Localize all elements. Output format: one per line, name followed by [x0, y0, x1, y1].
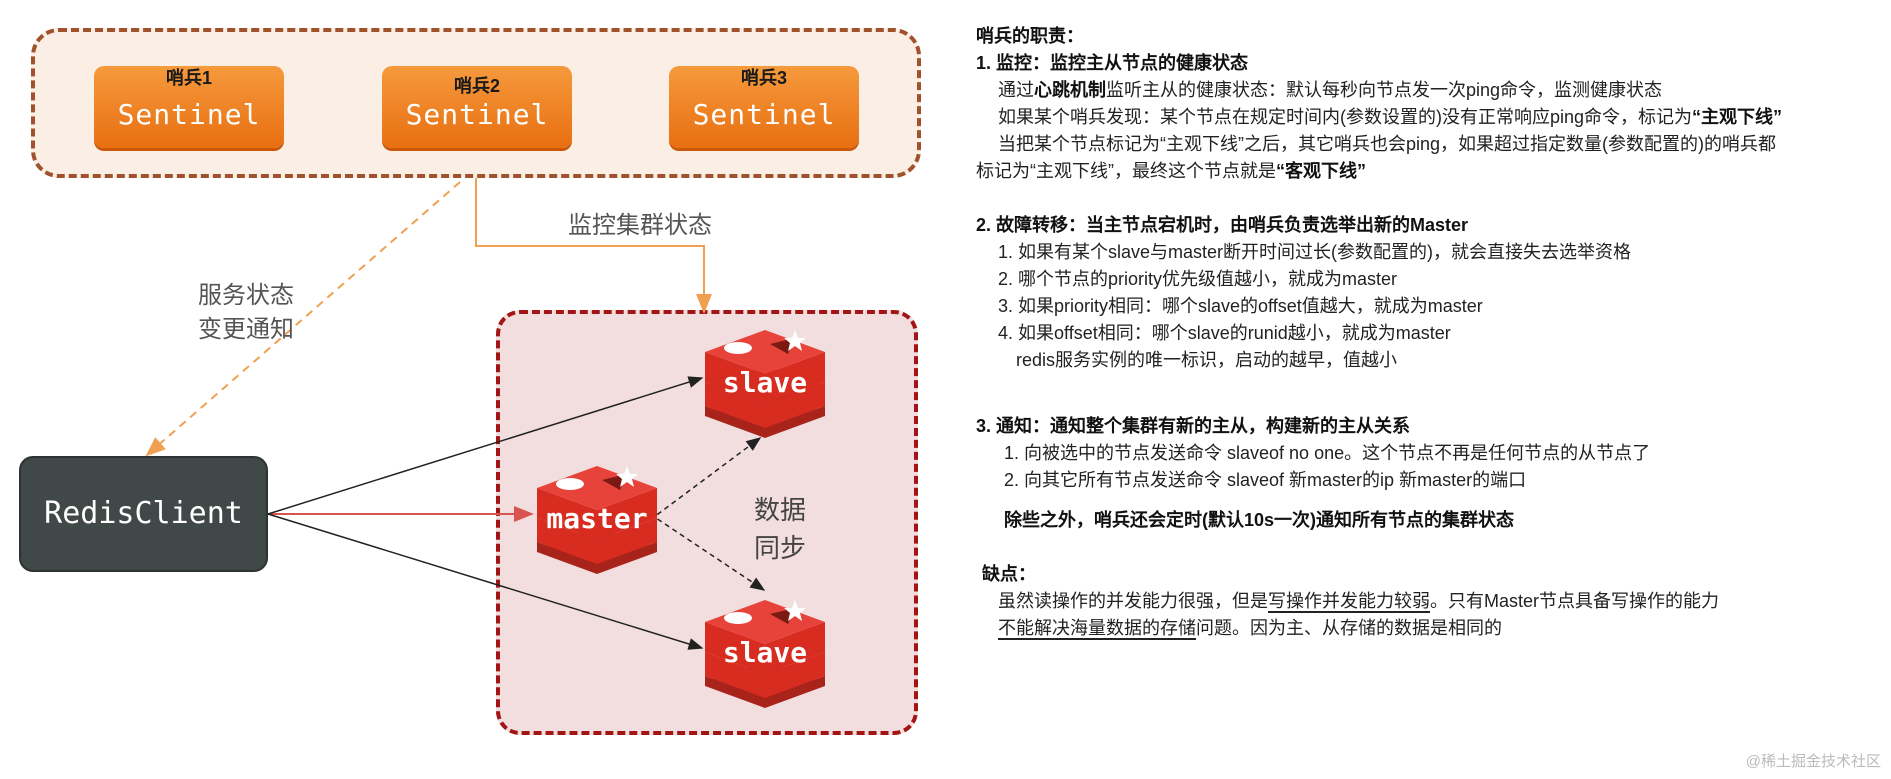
sync-arrow-down — [649, 513, 766, 591]
sentinel-type: Sentinel — [117, 98, 261, 131]
emphasis-text: “客观下线” — [1276, 161, 1366, 181]
monitor-line-1: 通过心跳机制监听主从的健康状态：默认每秒向节点发一次ping命令，监测健康状态 — [998, 78, 1662, 102]
emphasis-text: 心跳机制 — [1034, 80, 1106, 100]
cons-title: 缺点： — [982, 564, 1036, 584]
text-span: 问题。因为主、从存储的数据是相同的 — [1196, 618, 1502, 638]
failover-note: redis服务实例的唯一标识，启动的越早，值越小 — [1016, 350, 1398, 370]
cons-line-1: 虽然读操作的并发能力很强，但是写操作并发能力较弱。只有Master节点具备写操作… — [998, 589, 1719, 613]
sentinel-node-2: 哨兵2 Sentinel — [382, 66, 572, 148]
monitor-label: 监控集群状态 — [568, 212, 712, 239]
underlined-text: 写操作并发能力较弱 — [1268, 591, 1430, 611]
section-notify-title: 3. 通知：通知整个集群有新的主从，构建新的主从关系 — [976, 416, 1411, 436]
notify-extra: 除些之外，哨兵还会定时(默认10s一次)通知所有节点的集群状态 — [1004, 510, 1515, 530]
connector-arrows — [145, 178, 766, 650]
master-label: master — [546, 502, 648, 535]
section-monitor-title: 1. 监控：监控主从节点的健康状态 — [976, 53, 1249, 73]
failover-item-1: 1. 如果有某个slave与master断开时间过长(参数配置的)，就会直接失去… — [998, 242, 1632, 262]
text-span: 标记为“主观下线”，最终这个节点就是 — [976, 161, 1276, 181]
notify-label-line1: 服务状态 — [198, 282, 294, 309]
redis-client-node: RedisClient — [19, 456, 268, 572]
notify-item-2: 2. 向其它所有节点发送命令 slaveof 新master的ip 新maste… — [1004, 470, 1527, 490]
monitor-line-4: 标记为“主观下线”，最终这个节点就是“客观下线” — [976, 159, 1366, 183]
panel-title: 哨兵的职责： — [976, 26, 1084, 46]
monitor-connector — [475, 178, 712, 314]
redis-logo-icon — [537, 466, 657, 574]
client-label: RedisClient — [44, 496, 243, 531]
slave-node-1: slave — [700, 322, 830, 438]
emphasis-text: “主观下线” — [1692, 107, 1783, 127]
underlined-text: 不能解决海量数据的存储 — [998, 618, 1196, 638]
sentinel-type: Sentinel — [692, 98, 836, 131]
text-span: 虽然读操作的并发能力很强，但是 — [998, 591, 1268, 611]
section-failover-title: 2. 故障转移：当主节点宕机时，由哨兵负责选举出新的Master — [976, 215, 1469, 235]
notify-item-1: 1. 向被选中的节点发送命令 slaveof no one。这个节点不再是任何节… — [1004, 443, 1651, 463]
slave-label: slave — [722, 636, 808, 669]
sync-arrow-up — [649, 437, 762, 521]
failover-item-2: 2. 哪个节点的priority优先级值越小，就成为master — [998, 269, 1398, 289]
monitor-line-3: 当把某个节点标记为“主观下线”之后，其它哨兵也会ping，如果超过指定数量(参数… — [998, 134, 1777, 154]
failover-item-3: 3. 如果priority相同：哪个slave的offset值越大，就成为mas… — [998, 296, 1483, 316]
master-node: master — [532, 458, 662, 574]
text-span: 如果某个哨兵发现：某个节点在规定时间内(参数设置的)没有正常响应ping命令，标… — [998, 107, 1693, 127]
client-to-slave2-arrow — [267, 513, 704, 650]
text-span: 监听主从的健康状态：默认每秒向节点发一次ping命令，监测健康状态 — [1106, 80, 1663, 100]
monitor-line-2: 如果某个哨兵发现：某个节点在规定时间内(参数设置的)没有正常响应ping命令，标… — [998, 105, 1782, 129]
notify-connector — [145, 181, 461, 457]
text-span: 通过 — [998, 80, 1034, 100]
sentinel-group: 哨兵1 Sentinel 哨兵2 Sentinel 哨兵3 Sentinel — [31, 28, 921, 178]
sentinel-name: 哨兵1 — [165, 68, 212, 88]
sentinel-diagram: 哨兵1 Sentinel 哨兵2 Sentinel 哨兵3 Sentinel 监… — [19, 28, 921, 735]
sync-label-line2: 同步 — [754, 533, 807, 563]
cons-line-2: 不能解决海量数据的存储问题。因为主、从存储的数据是相同的 — [998, 616, 1502, 640]
sentinel-node-1: 哨兵1 Sentinel — [94, 66, 284, 148]
sync-label-line1: 数据 — [754, 495, 807, 525]
sentinel-node-3: 哨兵3 Sentinel — [669, 66, 859, 148]
redis-logo-icon — [705, 600, 825, 708]
sentinel-name: 哨兵3 — [740, 68, 787, 88]
slave-label: slave — [722, 366, 808, 399]
sentinel-name: 哨兵2 — [453, 76, 500, 96]
redis-logo-icon — [705, 330, 825, 438]
client-to-slave1-arrow — [267, 376, 704, 515]
failover-item-4: 4. 如果offset相同：哪个slave的runid越小，就成为master — [998, 323, 1451, 343]
text-span: 。只有Master节点具备写操作的能力 — [1430, 591, 1720, 611]
slave-node-2: slave — [700, 592, 830, 708]
sentinel-type: Sentinel — [405, 98, 549, 131]
watermark: @稀土掘金技术社区 — [1745, 753, 1881, 770]
notify-label-line2: 变更通知 — [198, 316, 294, 343]
